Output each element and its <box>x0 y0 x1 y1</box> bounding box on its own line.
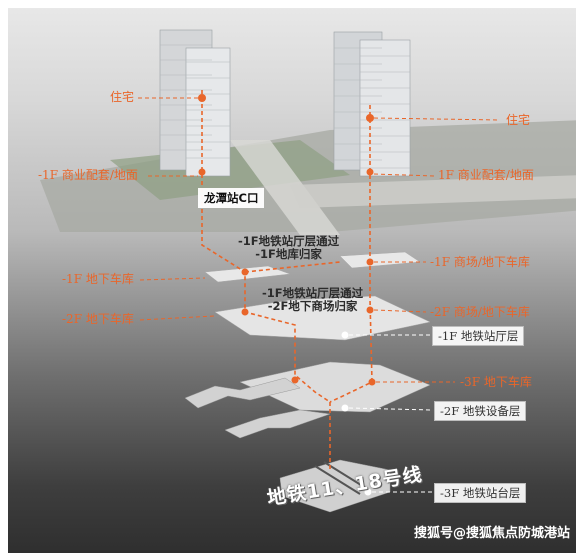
label-right-b3-parking: -3F 地下车库 <box>460 375 532 389</box>
note-upper: -1F地铁站厅层通过 -1F地库归家 <box>238 235 339 261</box>
right-tower-group <box>333 31 411 177</box>
road-diagonal <box>230 140 340 235</box>
path-left-tower <box>201 90 331 403</box>
label-left-b1-parking: -1F 地下车库 <box>62 272 134 286</box>
road-horizontal <box>290 175 584 208</box>
note-lower-line2: -2F地下商场归家 <box>267 299 358 313</box>
circulation-paths <box>201 90 373 470</box>
left-tower-front <box>185 47 231 177</box>
path-nodes <box>198 94 376 386</box>
path-right-tower <box>329 105 373 403</box>
label-right-b2-mall-parking: -2F 商场/地下车库 <box>430 305 530 319</box>
label-left-b2-parking: -2F 地下车库 <box>62 312 134 326</box>
slab-b2 <box>214 295 431 341</box>
note-upper-line2: -1F地库归家 <box>255 247 322 261</box>
metro-arm-lower <box>224 409 331 439</box>
leaders-metro <box>348 334 433 493</box>
label-left-1f-commercial: -1F 商业配套/地面 <box>38 168 138 182</box>
label-right-1f-commercial: 1F 商业配套/地面 <box>438 168 534 182</box>
left-tower-group <box>159 29 231 177</box>
leaders-left <box>138 97 216 321</box>
label-right-b1-mall-parking: -1F 商场/地下车库 <box>430 255 530 269</box>
watermark: 搜狐号@搜狐焦点防城港站 <box>413 526 570 541</box>
note-lower: -1F地铁站厅层通过 -2F地下商场归家 <box>262 287 363 313</box>
label-right-residential: 住宅 <box>506 113 531 127</box>
path-b1-link <box>244 261 341 273</box>
station-entrance-label: 龙潭站C口 <box>198 188 265 208</box>
label-metro-concourse: -1F 地铁站厅层 <box>432 326 525 346</box>
label-metro-equipment: -2F 地铁设备层 <box>434 401 527 421</box>
leaders-right <box>373 117 501 383</box>
right-tower-front <box>359 39 411 177</box>
station-nodes <box>341 331 372 496</box>
metro-train <box>314 461 370 495</box>
note-upper-line1: -1F地铁站厅层通过 <box>238 234 340 248</box>
label-left-residential: 住宅 <box>110 90 135 104</box>
note-lower-line1: -1F地铁站厅层通过 <box>262 286 364 300</box>
metro-arm-upper <box>184 377 301 409</box>
label-metro-platform: -3F 地铁站台层 <box>434 483 527 503</box>
